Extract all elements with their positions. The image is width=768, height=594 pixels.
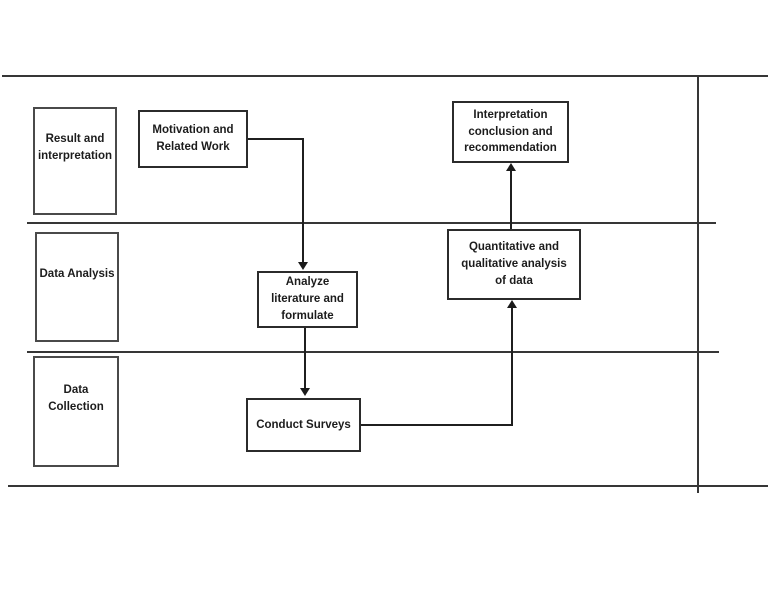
process-box-text: Interpretation conclusion and recommenda… (464, 108, 557, 155)
process-box-text: Motivation and Related Work (152, 124, 234, 153)
process-box-conduct-surveys: Conduct Surveys (246, 398, 361, 452)
lane-label-text: Result and interpretation (37, 133, 113, 162)
arrowhead-up-icon (506, 163, 516, 171)
swimlane-divider-2 (27, 351, 719, 353)
connector-analyze-to-conduct-vertical (304, 328, 306, 389)
swimlane-bottom-border (8, 485, 768, 487)
lane-label-text: Data Collection (48, 383, 104, 413)
process-box-text: Conduct Surveys (256, 418, 351, 431)
arrowhead-down-icon (300, 388, 310, 396)
swimlane-right-border (697, 77, 699, 493)
connector-motivation-to-analyze-vertical (302, 138, 304, 264)
lane-label-data-collection: Data Collection (33, 356, 119, 467)
swimlane-divider-1 (27, 222, 716, 224)
connector-motivation-to-analyze-horizontal (248, 138, 304, 140)
process-box-interpretation-conclusion-recommendation: Interpretation conclusion and recommenda… (452, 101, 569, 163)
swimlane-top-border (2, 75, 768, 77)
connector-conduct-to-quantitative-horizontal (361, 424, 513, 426)
process-box-quantitative-qualitative-analysis: Quantitative and qualitative analysis of… (447, 229, 581, 300)
arrowhead-down-icon (298, 262, 308, 270)
lane-label-text: Data Analysis (39, 267, 115, 280)
process-box-text: Analyze literature and formulate (271, 276, 344, 322)
lane-label-data-analysis: Data Analysis (35, 232, 119, 342)
arrowhead-up-icon (507, 300, 517, 308)
lane-label-result-and-interpretation: Result and interpretation (33, 107, 117, 215)
connector-quantitative-to-interpretation-vertical (510, 170, 512, 229)
process-box-analyze-literature-formulate: Analyze literature and formulate (257, 271, 358, 328)
process-box-text: Quantitative and qualitative analysis of… (461, 241, 567, 287)
process-box-motivation-related-work: Motivation and Related Work (138, 110, 248, 168)
connector-conduct-to-quantitative-vertical (511, 307, 513, 426)
